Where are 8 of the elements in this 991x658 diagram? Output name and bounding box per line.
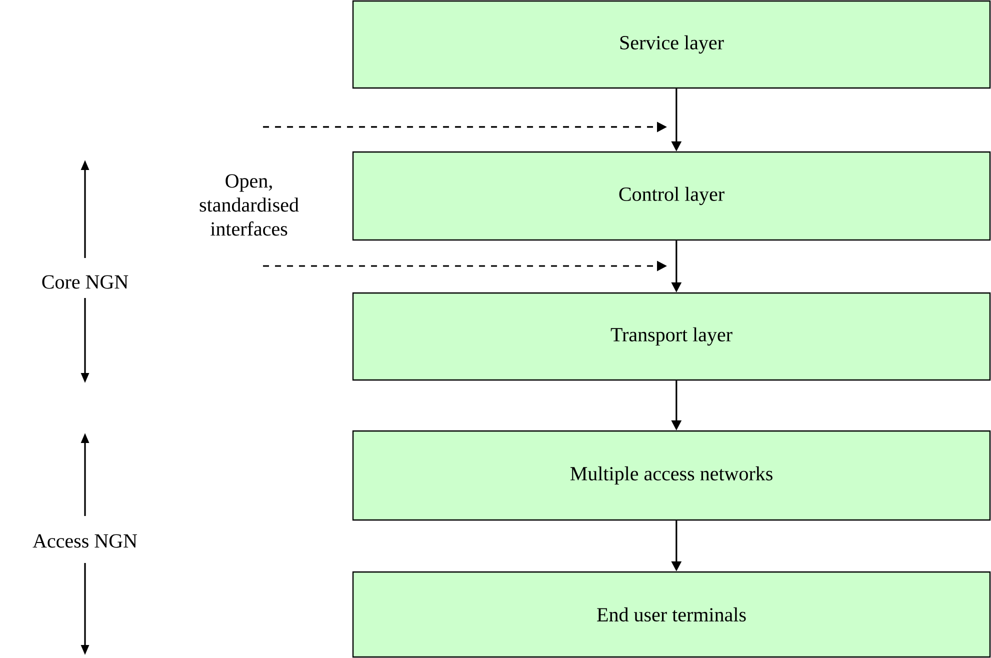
layer-box: Control layer [352, 151, 991, 241]
span-label: Core NGN [42, 275, 128, 289]
span-label: Access NGN [32, 534, 138, 548]
layer-box: Multiple access networks [352, 430, 991, 521]
layer-box: Transport layer [352, 292, 991, 381]
layer-box: Service layer [352, 0, 991, 89]
layer-box: End user terminals [352, 571, 991, 658]
interface-label: Open, standardised interfaces [200, 174, 299, 236]
